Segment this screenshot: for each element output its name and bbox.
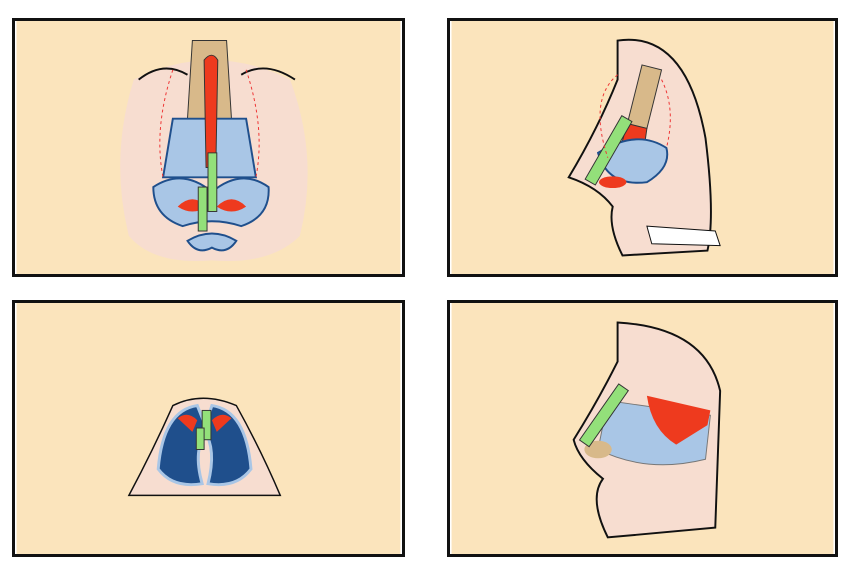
panel-lateral-skeleton-view [447, 18, 838, 277]
basal-nose-illustration [16, 303, 401, 554]
panel-frontal-view [12, 18, 405, 277]
lateral-septum-nose-illustration [451, 303, 834, 554]
panel-lateral-septum-view [447, 300, 838, 557]
panel-basal-view [12, 300, 405, 557]
lateral-skeleton-nose-illustration [451, 21, 834, 274]
frontal-nose-illustration [16, 21, 401, 274]
